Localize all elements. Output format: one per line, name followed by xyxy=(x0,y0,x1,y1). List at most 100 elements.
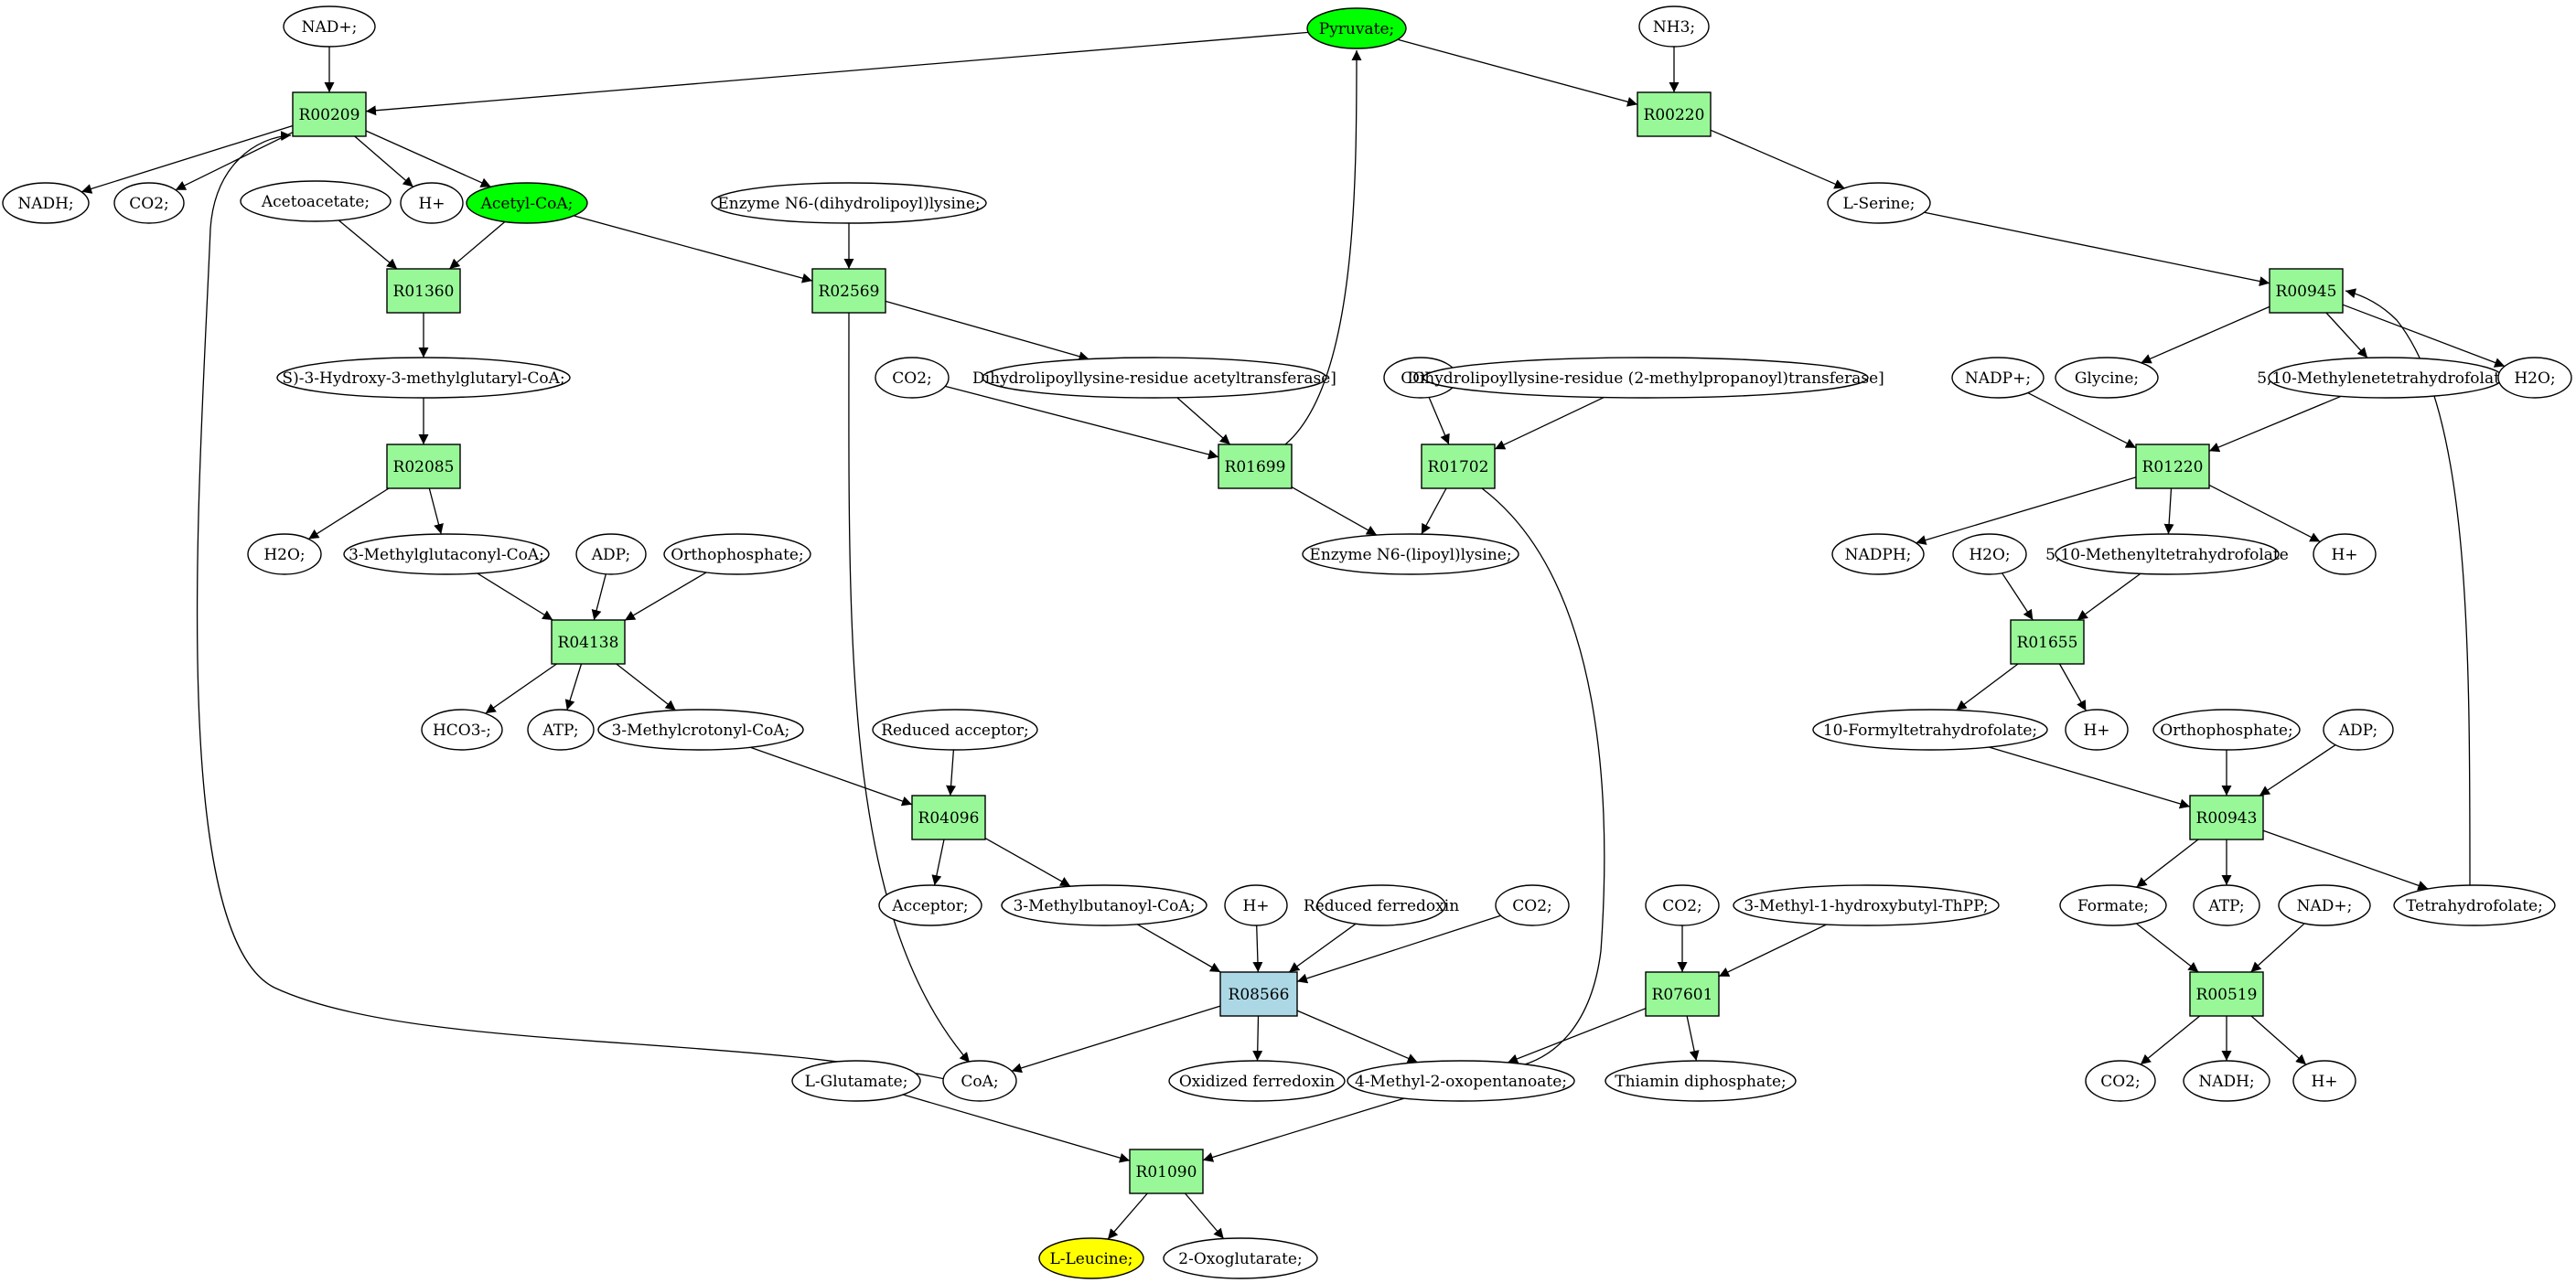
node-label: R00209 xyxy=(299,106,360,124)
compound-ellipse xyxy=(1306,7,1407,49)
compound-ellipse xyxy=(1951,357,2045,399)
compound-ellipse xyxy=(1347,1060,1575,1102)
compound-node-h2o2: H2O; xyxy=(247,533,322,575)
reaction-box xyxy=(1637,91,1712,137)
node-label: Thiamin diphosphate; xyxy=(1615,1073,1786,1091)
node-label: R02085 xyxy=(393,458,455,476)
reaction-box xyxy=(2189,795,2264,840)
compound-node-mccoa: 3-Methylcrotonyl-CoA; xyxy=(597,709,804,751)
edge-R01220-to-hplus2 xyxy=(2208,484,2321,542)
edge-R02085-to-h2o2 xyxy=(307,487,390,540)
edge-R02569-to-coa xyxy=(848,312,971,1064)
node-label: Orthophosphate; xyxy=(671,546,803,564)
compound-ellipse xyxy=(466,182,588,224)
edge-R01220-to-nadph xyxy=(1916,476,2137,545)
compound-node-menthf: 5,10-Methenyltetrahydrofolate xyxy=(2045,533,2289,575)
node-label: R02569 xyxy=(819,283,880,301)
compound-ellipse xyxy=(1645,884,1720,926)
node-label: R01699 xyxy=(1225,458,1286,476)
node-label: 3-Methylglutaconyl-CoA; xyxy=(349,546,544,564)
compound-ellipse xyxy=(113,182,185,224)
node-label: H+ xyxy=(1242,897,1269,915)
edge-R01220-to-menthf xyxy=(2163,487,2174,535)
edge-formylthf-to-R00943 xyxy=(1989,746,2191,809)
compound-node-nadh2: NADH; xyxy=(2183,1060,2270,1102)
edge-R07601-to-kic xyxy=(1507,1008,1647,1064)
compound-ellipse xyxy=(663,533,811,575)
reaction-box xyxy=(2269,268,2344,314)
node-label: Acetyl-CoA; xyxy=(480,195,574,213)
compound-node-lipoyl: Enzyme N6-(lipoyl)lysine; xyxy=(1302,533,1519,575)
reaction-node-R01090: R01090 xyxy=(1129,1149,1204,1194)
compound-node-acceptor: Acceptor; xyxy=(878,884,982,926)
reaction-node-R00945: R00945 xyxy=(2269,268,2344,314)
node-label: 5,10-Methylenetetrahydrofolate; xyxy=(2257,369,2514,388)
edge-pyruvate-to-R00220 xyxy=(1397,38,1638,107)
reaction-node-R04138: R04138 xyxy=(551,619,626,665)
edge-R01699-to-lipoyl xyxy=(1291,486,1378,536)
compound-ellipse xyxy=(575,533,647,575)
compound-node-pi2: Orthophosphate; xyxy=(2152,709,2301,751)
edge-R04096-to-acceptor xyxy=(931,839,945,886)
compound-node-hplus1: H+ xyxy=(400,182,464,224)
compound-ellipse xyxy=(878,884,982,926)
node-label: NADH; xyxy=(2198,1073,2254,1091)
node-label: R01220 xyxy=(2142,458,2204,476)
compound-node-oxfd: Oxidized ferredoxin xyxy=(1168,1060,1346,1102)
node-label: R00943 xyxy=(2196,809,2258,828)
compound-node-co2f: CO2; xyxy=(2085,1060,2156,1102)
compound-ellipse xyxy=(1168,1060,1346,1102)
edge-R04138-to-hco3 xyxy=(485,663,557,714)
edge-nad2-to-R00519 xyxy=(2250,923,2305,973)
compound-ellipse xyxy=(982,357,1327,399)
node-label: 3-Methylbutanoyl-CoA; xyxy=(1014,897,1196,915)
edge-redfd-to-R08566 xyxy=(1288,923,1357,973)
compound-node-acetoacetate: Acetoacetate; xyxy=(240,180,392,222)
reaction-box xyxy=(2189,971,2264,1017)
edge-mthf-to-R01220 xyxy=(2208,395,2342,453)
edge-R01090-to-oxoglut xyxy=(1185,1192,1225,1239)
reaction-box xyxy=(292,91,367,137)
reaction-box xyxy=(551,619,626,665)
compound-node-nad2: NAD+; xyxy=(2278,884,2371,926)
compound-node-hplus2: H+ xyxy=(2313,533,2377,575)
node-label: 10-Formyltetrahydrofolate; xyxy=(1823,722,2037,740)
compound-ellipse xyxy=(2055,357,2159,399)
compound-node-kic: 4-Methyl-2-oxopentanoate; xyxy=(1347,1060,1575,1102)
compound-ellipse xyxy=(2393,884,2556,926)
node-label: R04096 xyxy=(918,809,980,828)
compound-node-pyruvate: Pyruvate; xyxy=(1306,7,1407,49)
reaction-node-R01699: R01699 xyxy=(1218,444,1293,489)
compound-ellipse xyxy=(240,180,392,222)
edge-R08566-to-kic xyxy=(1296,1010,1418,1064)
node-label: 3-Methyl-1-hydroxybutyl-ThPP; xyxy=(1744,897,1988,915)
edge-co2d-to-R08566 xyxy=(1296,914,1501,984)
edge-h2o3-to-R01655 xyxy=(2002,572,2034,621)
node-label: 2-Oxoglutarate; xyxy=(1178,1250,1302,1268)
reaction-node-R00220: R00220 xyxy=(1637,91,1712,137)
reaction-box xyxy=(386,444,461,489)
compound-ellipse xyxy=(1827,182,1931,224)
compound-node-nad1: NAD+; xyxy=(283,5,376,48)
edge-dlat-to-R01699 xyxy=(1176,397,1231,445)
compound-ellipse xyxy=(2085,1060,2156,1102)
compound-node-leucine: L-Leucine; xyxy=(1038,1237,1144,1279)
node-label: H2O; xyxy=(263,546,305,564)
node-label: NAD+; xyxy=(302,18,358,37)
edge-mbcoa-to-R08566 xyxy=(1136,924,1221,973)
edge-R08566-to-coa xyxy=(1011,1005,1221,1074)
edge-acetoacetate-to-R01360 xyxy=(338,219,398,270)
compound-ellipse xyxy=(421,709,503,751)
node-label: Enzyme N6-(dihydrolipoyl)lysine; xyxy=(717,195,980,213)
compound-ellipse xyxy=(2323,709,2394,751)
edges-layer xyxy=(80,31,2506,1240)
edge-R00945-to-h2o1 xyxy=(2342,304,2506,368)
compound-ellipse xyxy=(2278,884,2371,926)
node-label: R01360 xyxy=(393,283,455,301)
compound-node-atp2: ATP; xyxy=(2193,884,2260,926)
compound-ellipse xyxy=(1163,1237,1318,1279)
compound-node-formylthf: 10-Formyltetrahydrofolate; xyxy=(1812,709,2048,751)
node-label: H2O; xyxy=(1969,546,2010,564)
edge-R01655-to-formylthf xyxy=(1956,663,2019,711)
node-label: H2O; xyxy=(2514,369,2555,388)
